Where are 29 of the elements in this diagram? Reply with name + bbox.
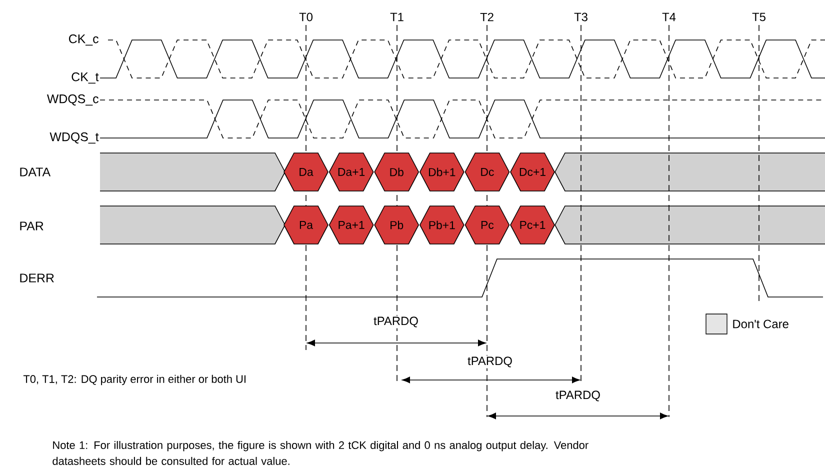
signal-name: WDQS_c: [46, 94, 98, 106]
time-marker-label: T4: [662, 12, 676, 22]
note-text: Note 1: For illustration purposes, the figure is shown with 2 tCK digital and 0 ns analog output delay. Vendor datasheets should be consulted for actual value.: [52, 441, 588, 465]
signal-name: CK_t: [72, 72, 99, 84]
data-hexagon: Pa: [284, 206, 328, 244]
data-hexagon: Da: [284, 152, 328, 192]
data-hexagon: Da+1: [328, 152, 374, 192]
note-text: T0, T1, T2: DQ parity error in either or both UI: [23, 374, 246, 386]
data-hexagon: Dc+1: [510, 152, 555, 192]
data-hexagon: Pa+1: [328, 206, 374, 244]
time-marker-label: T2: [480, 12, 494, 22]
signal-name: WDQS_t: [50, 132, 99, 144]
time-marker-label: T3: [574, 12, 588, 22]
signal-name: CK_c: [68, 34, 98, 46]
legend-text: Don't Care: [733, 320, 788, 328]
signal-name: DERR: [20, 274, 54, 282]
data-hexagon: Pc: [464, 206, 510, 244]
time-marker-label: T5: [752, 12, 766, 22]
data-hexagon: Dc: [464, 152, 510, 192]
dimension-label: tPARDQ: [554, 390, 602, 402]
time-marker-label: T1: [390, 12, 404, 22]
signal-name: DATA: [20, 168, 51, 176]
data-hexagon: Pc+1: [510, 206, 555, 244]
signal-name: PAR: [20, 222, 44, 230]
data-hexagon: Pb: [374, 206, 420, 244]
time-marker-label: T0: [299, 12, 313, 22]
dimension-label: tPARDQ: [372, 316, 420, 328]
data-hexagon: Db: [374, 152, 420, 192]
dimension-label: tPARDQ: [466, 356, 514, 368]
